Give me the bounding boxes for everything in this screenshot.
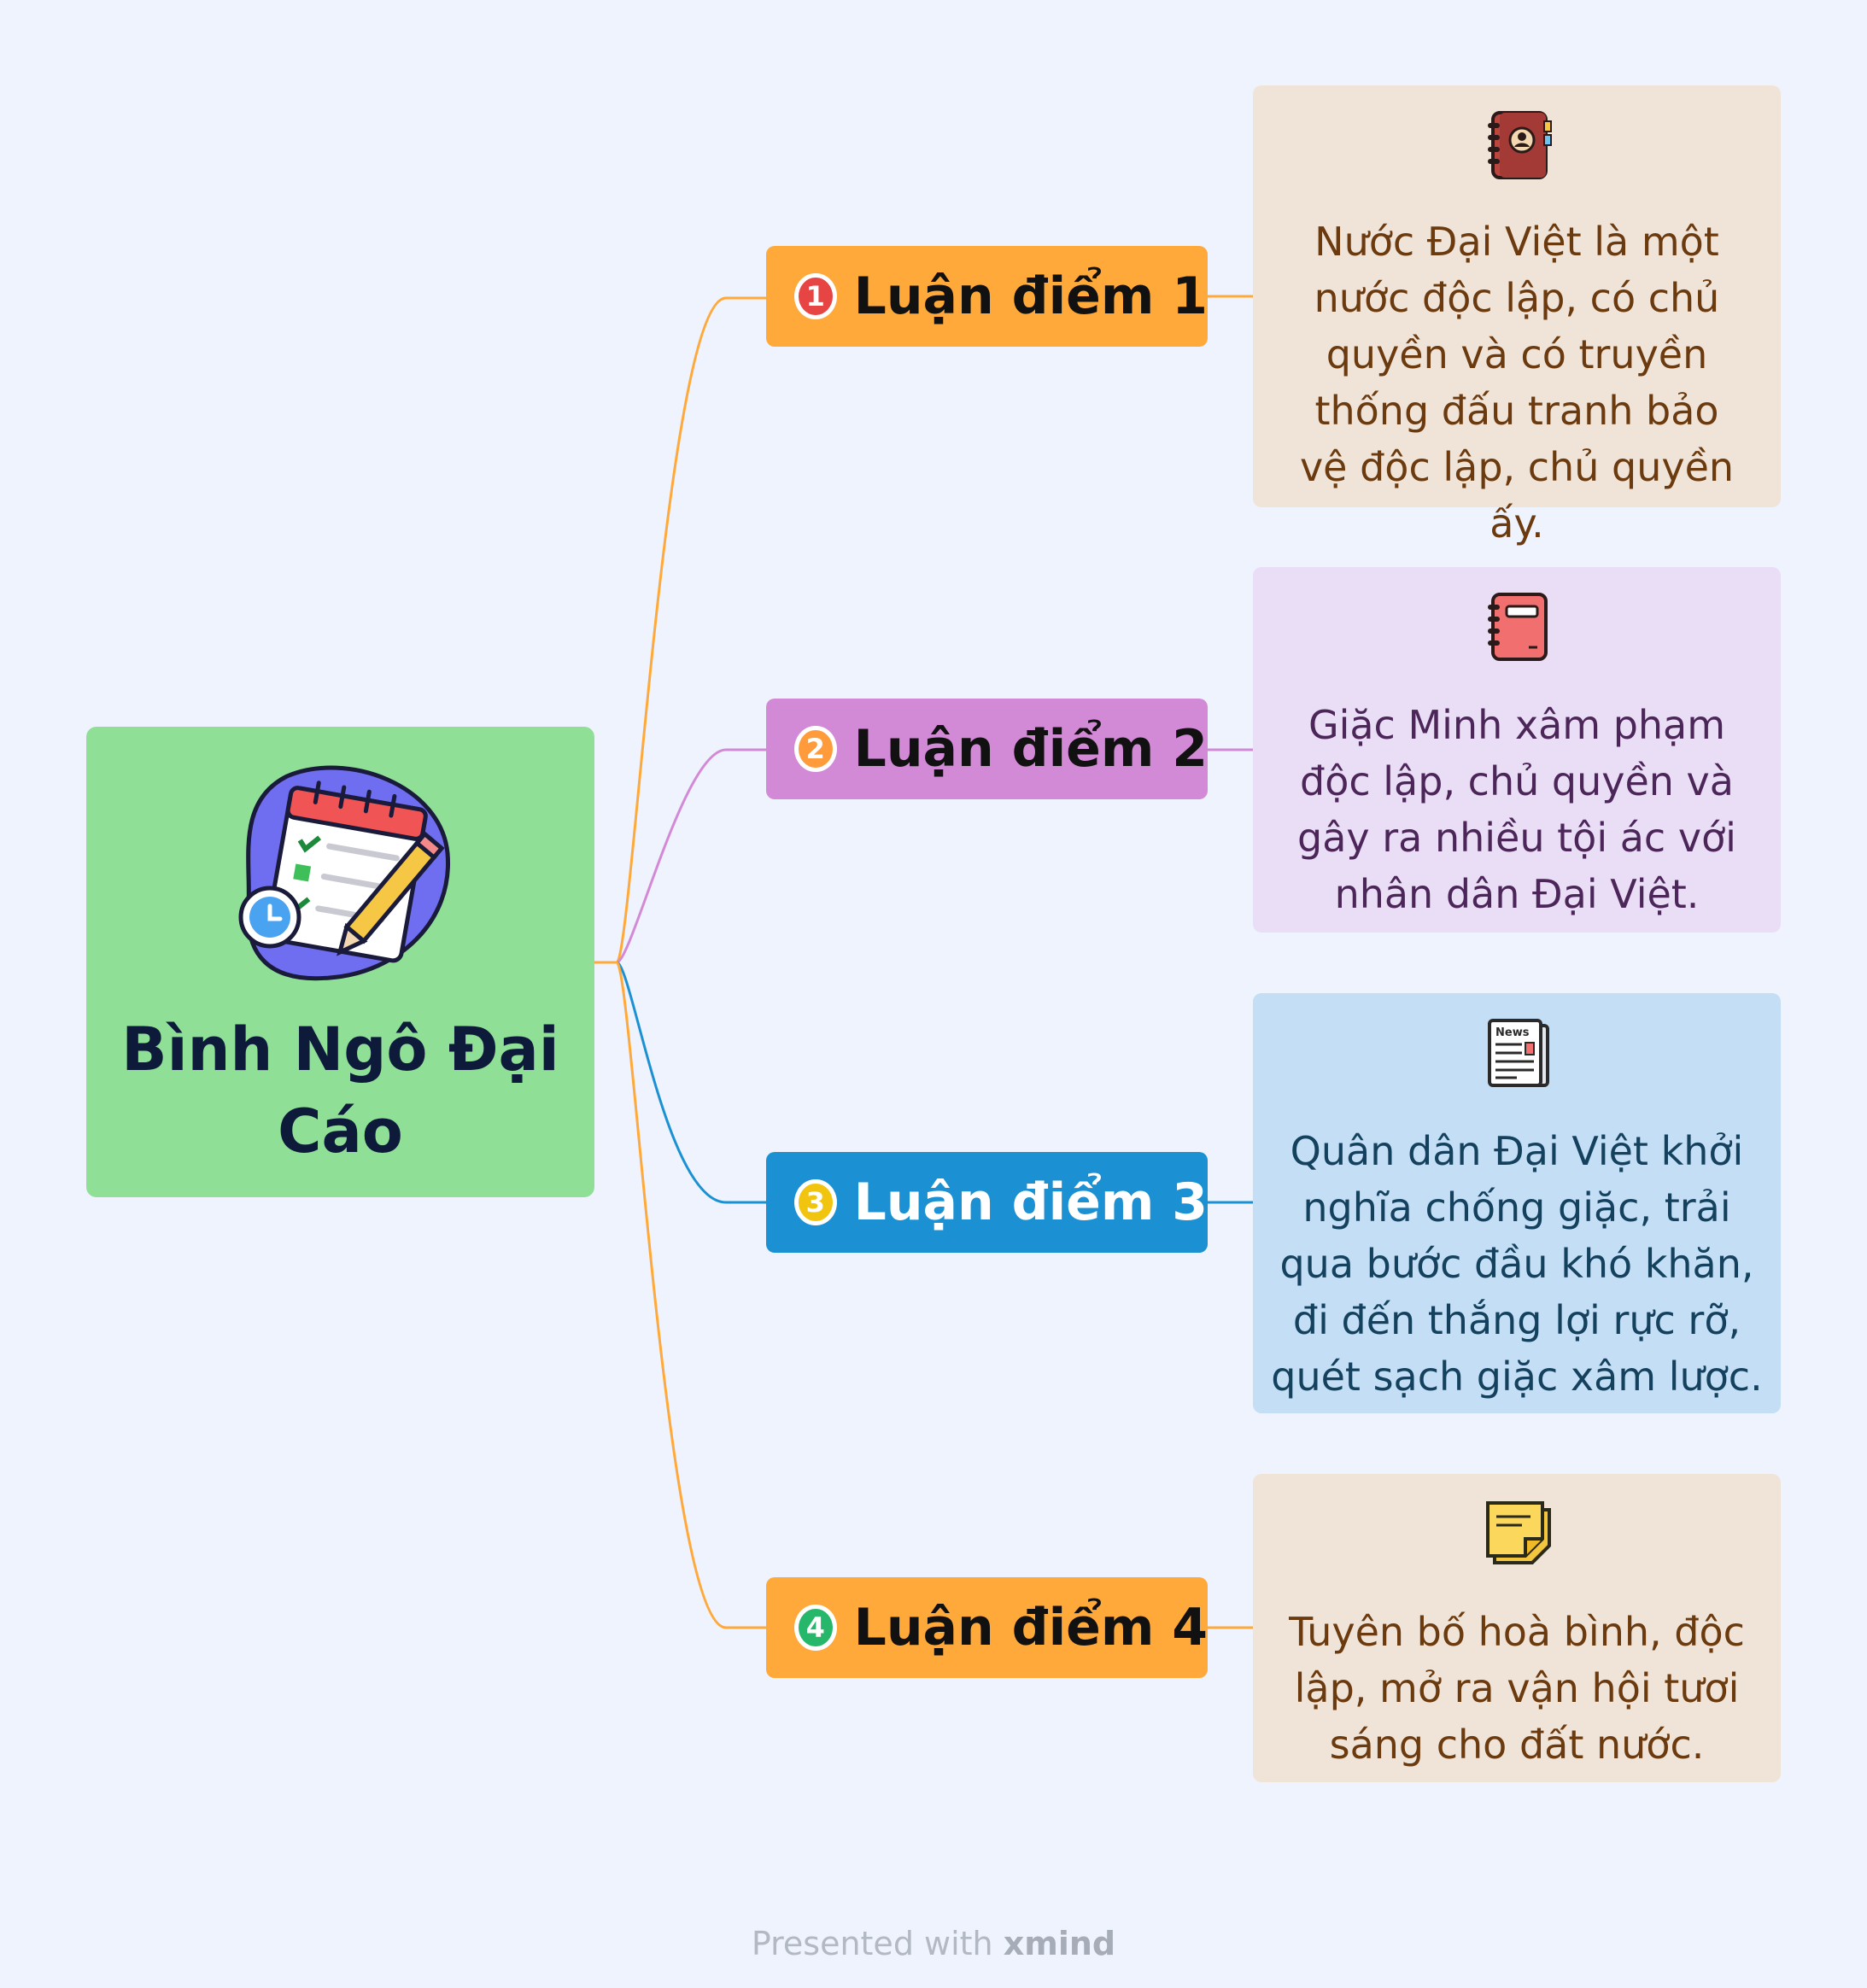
- note-topic-4[interactable]: Tuyên bố hoà bình, độc lập, mở ra vận hộ…: [1253, 1474, 1781, 1782]
- branch-label-2: Luận điểm 2: [853, 719, 1208, 779]
- branch-topic-1[interactable]: 1 Luận điểm 1: [766, 246, 1208, 347]
- note-topic-3[interactable]: News Quân dân Đại Việt khởi nghĩa chống …: [1253, 993, 1781, 1413]
- footer-prefix: Presented with: [751, 1925, 993, 1962]
- note-text-3: Quân dân Đại Việt khởi nghĩa chống giặc,…: [1271, 1128, 1763, 1400]
- branch-label-3: Luận điểm 3: [853, 1172, 1208, 1232]
- branch-label-4: Luận điểm 4: [853, 1598, 1208, 1658]
- note-topic-1[interactable]: Nước Đại Việt là một nước độc lập, có ch…: [1253, 85, 1781, 547]
- connector-branch-4: [615, 961, 766, 1629]
- footer-brand: xmind: [1003, 1925, 1116, 1962]
- note-text-1: Nước Đại Việt là một nước độc lập, có ch…: [1299, 219, 1735, 547]
- branch-topic-2[interactable]: 2 Luận điểm 2: [766, 699, 1208, 799]
- branch-topic-3[interactable]: 3 Luận điểm 3: [766, 1152, 1208, 1253]
- branch-label-1: Luận điểm 1: [853, 266, 1208, 326]
- note-text-4: Tuyên bố hoà bình, độc lập, mở ra vận hộ…: [1289, 1609, 1745, 1768]
- checklist-calendar-icon: [238, 765, 450, 981]
- number-marker-2: 2: [794, 726, 837, 772]
- number-marker-4: 4: [794, 1605, 837, 1651]
- central-topic-title: Bình Ngô Đại Cáo: [121, 1014, 559, 1166]
- notebook-icon: [1488, 593, 1548, 661]
- number-marker-3: 3: [794, 1179, 837, 1225]
- footer: Presented with xmind: [0, 1925, 1867, 1962]
- newspaper-icon-text: News: [1495, 1026, 1530, 1039]
- newspaper-icon: News: [1488, 1019, 1549, 1087]
- branch-topic-4[interactable]: 4 Luận điểm 4: [766, 1577, 1208, 1678]
- connector-branch-2: [616, 748, 766, 964]
- connector-branch-1: [615, 296, 766, 964]
- note-topic-2[interactable]: Giặc Minh xâm phạm độc lập, chủ quyền và…: [1253, 567, 1781, 933]
- note-text-2: Giặc Minh xâm phạm độc lập, chủ quyền và…: [1297, 702, 1736, 917]
- contact-book-icon: [1488, 111, 1552, 179]
- number-marker-1: 1: [794, 273, 837, 319]
- central-topic[interactable]: Bình Ngô Đại Cáo: [86, 727, 594, 1197]
- sticky-note-icon: [1486, 1501, 1551, 1564]
- connector-branch-3: [616, 961, 766, 1204]
